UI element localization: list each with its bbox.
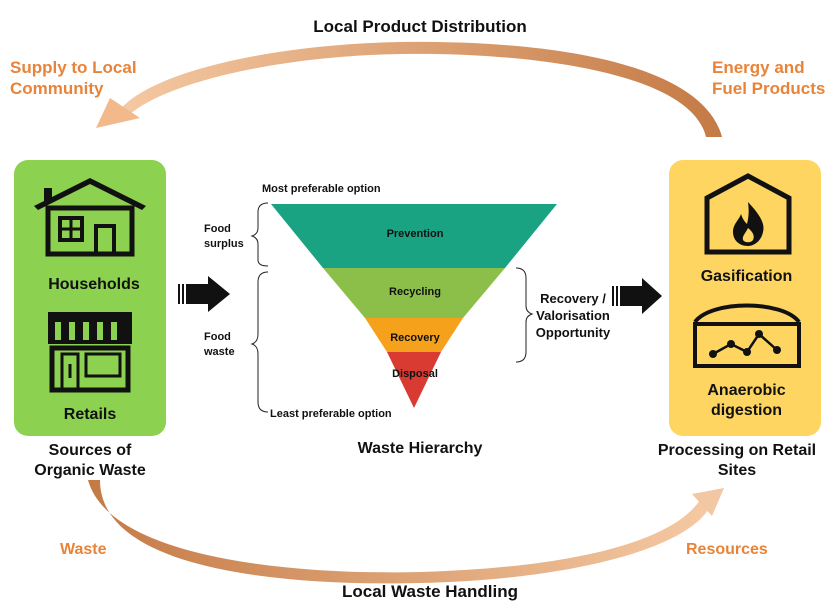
food-surplus-line1: Food [204,223,231,235]
tier-prevention-label: Prevention [386,228,444,240]
right-arrow-icon-right [612,278,662,314]
households-label: Households [48,276,140,293]
energy-label-line1: Energy and [712,58,805,77]
waste-label: Waste [60,541,107,558]
tier-disposal [387,352,441,408]
supply-label: Supply to Local Community [10,57,137,99]
tier-recovery-label: Recovery [390,332,440,344]
waste-hierarchy-caption: Waste Hierarchy [357,440,483,457]
tier-disposal-label: Disposal [392,368,438,380]
recovery-brace [515,267,534,363]
top-arc [118,41,722,137]
bottom-arrowhead [692,488,724,516]
tier-recycling [323,268,505,318]
tier-prevention [271,204,557,268]
flame-building-icon [704,173,792,255]
bottom-title: Local Waste Handling [341,582,518,601]
recovery-line2: Valorisation [536,308,610,323]
recovery-line3: Opportunity [535,325,611,340]
energy-label-line2: Fuel Products [712,79,826,98]
processing-caption-line2: Sites [717,462,757,479]
shop-icon [48,312,132,393]
food-waste-brace [250,271,269,413]
processing-caption: Processing on Retail Sites [640,441,834,481]
sources-caption-line1: Sources of [48,442,132,459]
right-arrow-icon-left [178,276,230,312]
sources-caption: Sources of Organic Waste [10,441,170,481]
food-surplus-brace [250,202,269,267]
recovery-line1: Recovery / [540,291,606,306]
recovery-valorisation-label: Recovery / Valorisation Opportunity [524,290,622,341]
anaerobic-label: Anaerobic digestion [669,381,824,421]
sources-caption-line2: Organic Waste [34,462,146,479]
energy-label: Energy and Fuel Products [712,57,825,99]
tier-recycling-label: Recycling [389,286,441,298]
processing-caption-line1: Processing on Retail [657,442,817,459]
house-icon [34,178,146,257]
food-waste-line2: waste [204,346,235,358]
top-arrowhead [96,98,140,128]
tier-recovery [365,318,463,352]
resources-label: Resources [686,541,768,558]
retails-label: Retails [63,406,117,423]
most-preferable-label: Most preferable option [262,183,381,195]
anaerobic-line2: digestion [710,402,783,419]
top-title: Local Product Distribution [313,17,527,36]
food-waste-label: Food waste [204,330,235,360]
anaerobic-digester-icon [693,303,801,368]
food-waste-line1: Food [204,331,231,343]
supply-label-line1: Supply to Local [10,58,137,77]
supply-label-line2: Community [10,79,104,98]
least-preferable-label: Least preferable option [270,408,392,420]
food-surplus-label: Food surplus [204,222,244,252]
processing-box [669,160,821,436]
food-surplus-line2: surplus [204,238,244,250]
waste-hierarchy-triangle [271,204,557,408]
gasification-label: Gasification [700,268,793,285]
anaerobic-line1: Anaerobic [707,382,786,399]
